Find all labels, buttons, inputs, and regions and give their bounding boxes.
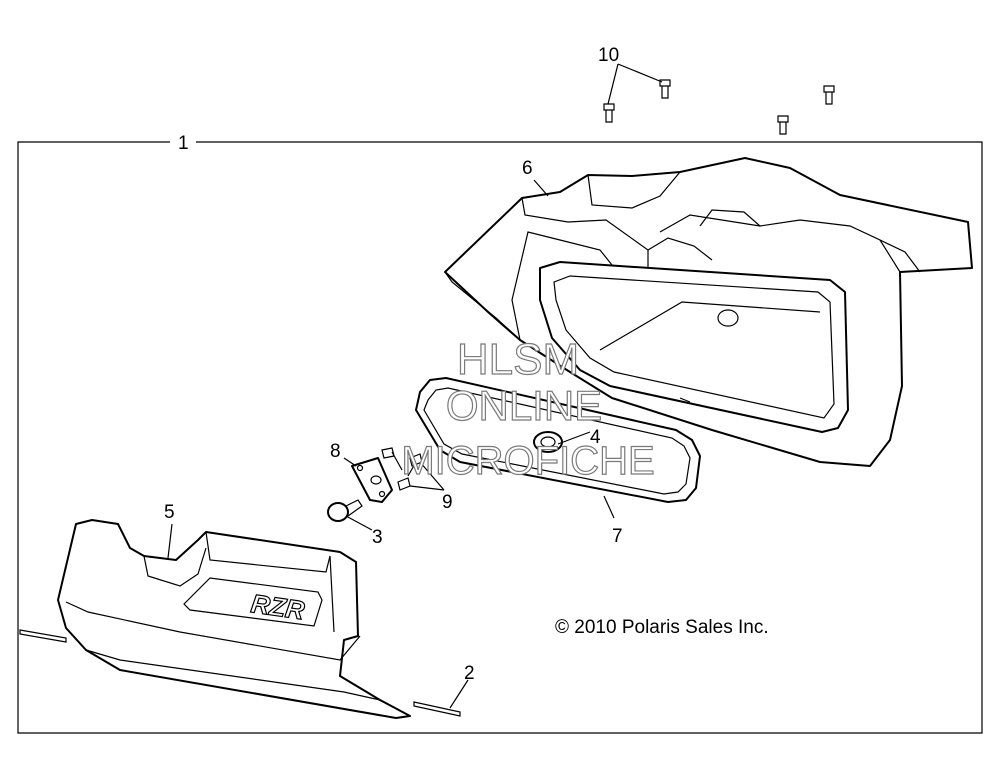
grommet (533, 431, 563, 453)
callout-10: 10 (598, 45, 619, 66)
mounting-screws (603, 79, 835, 135)
watermark-line-2: ONLINE (446, 382, 602, 429)
assembly-boundary (17, 141, 983, 734)
watermark-line-3: MICROFICHE (401, 439, 654, 483)
callout-4: 4 (590, 427, 601, 448)
callout-6: 6 (522, 158, 533, 179)
watermark-line-1: HLSM (457, 335, 579, 384)
screw-c (823, 85, 835, 105)
screw-d (777, 115, 789, 135)
callout-labels: 1 2 3 4 5 6 7 8 9 10 (164, 45, 623, 684)
glove-box-door: RZR (57, 519, 411, 719)
callout-8: 8 (330, 441, 341, 462)
callout-2: 2 (464, 663, 475, 684)
callout-7: 7 (612, 526, 623, 547)
callout-3: 3 (372, 527, 383, 548)
latch-button (327, 499, 363, 522)
callout-5: 5 (164, 502, 175, 523)
screw-b (659, 79, 671, 99)
leader-lines (167, 63, 663, 709)
latch-plate (351, 457, 393, 503)
glove-box-housing (444, 157, 973, 467)
callout-1: 1 (178, 133, 189, 154)
hinge-pins (19, 629, 461, 717)
callout-9: 9 (442, 492, 453, 513)
copyright-notice: © 2010 Polaris Sales Inc. (555, 617, 769, 638)
watermark: HLSM ONLINE MICROFICHE (401, 334, 656, 483)
screw-a (603, 103, 615, 123)
